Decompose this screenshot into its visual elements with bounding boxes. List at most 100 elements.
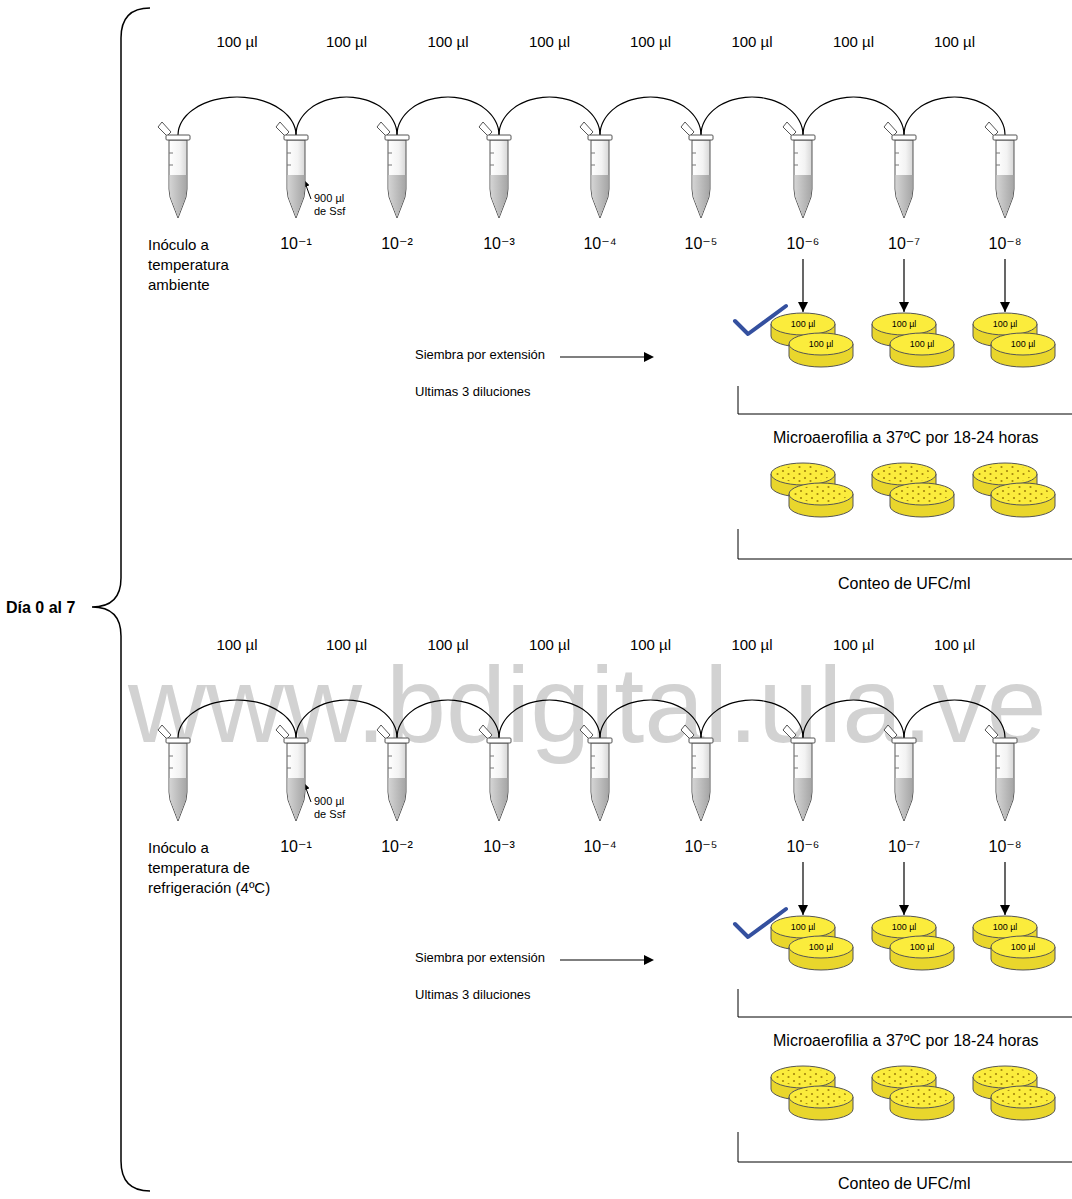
transfer-volume: 100 µl xyxy=(630,33,671,51)
transfer-arc xyxy=(701,700,803,738)
tube-liquid xyxy=(491,175,508,217)
tube-cap xyxy=(276,122,289,136)
transfer-arc xyxy=(904,700,1005,738)
transfer-arc xyxy=(803,97,904,135)
tube-liquid xyxy=(592,778,609,820)
tube-drawing xyxy=(882,121,926,221)
dilution-tube: 10⁻⁵ xyxy=(679,135,723,259)
plating-arrow xyxy=(1004,259,1005,312)
dilution-tube: 10⁻³ xyxy=(477,135,521,259)
tube-body xyxy=(287,743,305,821)
agar-plate: 100 µl xyxy=(788,935,854,971)
tube-drawing xyxy=(578,121,622,221)
tube-body xyxy=(490,743,508,821)
plate-drawing xyxy=(990,332,1056,368)
volume-label: 100 µl xyxy=(770,915,836,933)
transfer-volume: 100 µl xyxy=(326,33,367,51)
tube-rim xyxy=(993,135,1017,140)
tube-cap xyxy=(783,122,796,136)
tube-liquid xyxy=(997,175,1014,217)
tube-body xyxy=(692,743,710,821)
plating-arrow xyxy=(802,259,803,312)
tube-rim xyxy=(166,738,190,743)
plating-arrow xyxy=(903,862,904,915)
tube-body xyxy=(996,743,1014,821)
tube-rim xyxy=(487,738,511,743)
volume-label: 100 µl xyxy=(871,915,937,933)
tube-body xyxy=(591,140,609,218)
transfer-arc xyxy=(904,97,1005,135)
tube-body xyxy=(591,743,609,821)
transfer-volume: 100 µl xyxy=(529,33,570,51)
inoculum-tube: Inóculo a temperatura de refrigeración (… xyxy=(148,738,288,904)
tube-graduation xyxy=(591,756,595,768)
tube-cap xyxy=(580,122,593,136)
tube-liquid xyxy=(795,175,812,217)
tube-body xyxy=(388,743,406,821)
tube-body xyxy=(287,140,305,218)
dilution-label: 10⁻⁷ xyxy=(882,235,926,253)
procedure-note: Ultimas 3 diluciones xyxy=(415,384,531,400)
tube-rim xyxy=(791,738,815,743)
volume-label: 100 µl xyxy=(889,935,955,953)
tube-rim xyxy=(588,738,612,743)
tube-drawing xyxy=(983,121,1027,221)
transfer-volume: 100 µl xyxy=(216,636,257,654)
tube-liquid xyxy=(592,175,609,217)
tube-graduation xyxy=(490,153,494,165)
plate-top xyxy=(991,333,1055,355)
transfer-volume: 100 µl xyxy=(934,636,975,654)
tube-drawing xyxy=(781,121,825,221)
tube-body xyxy=(169,743,187,821)
agar-plate: 100 µl xyxy=(889,935,955,971)
dilution-tube: 10⁻⁷ xyxy=(882,738,926,862)
tube-liquid xyxy=(491,778,508,820)
dilution-label: 10⁻⁶ xyxy=(781,235,825,253)
volume-note: 900 µl de Ssf xyxy=(314,795,354,821)
transfer-arc xyxy=(600,700,701,738)
volume-note: 900 µl de Ssf xyxy=(314,192,354,218)
transfer-arc xyxy=(600,97,701,135)
tube-cap xyxy=(580,725,593,739)
panel-illustration xyxy=(304,180,1072,559)
tube-cap xyxy=(681,122,694,136)
tube-body xyxy=(490,140,508,218)
tube-drawing xyxy=(156,121,200,221)
tube-cap xyxy=(681,725,694,739)
transfer-arc xyxy=(499,700,600,738)
plate-top xyxy=(890,333,954,355)
tube-drawing xyxy=(882,724,926,824)
tube-rim xyxy=(487,135,511,140)
tube-drawing xyxy=(679,121,723,221)
dilution-label: 10⁻⁷ xyxy=(882,838,926,856)
tube-liquid xyxy=(170,175,187,217)
tube-drawing xyxy=(477,724,521,824)
plate-top xyxy=(789,333,853,355)
tube-drawing xyxy=(156,724,200,824)
plate-top xyxy=(789,936,853,958)
plate-top xyxy=(973,313,1037,335)
plating-arrow xyxy=(903,259,904,312)
tube-body xyxy=(996,140,1014,218)
transfer-arc xyxy=(178,97,296,135)
tube-drawing xyxy=(781,724,825,824)
plate-top xyxy=(872,916,936,938)
tube-liquid xyxy=(170,778,187,820)
tube-liquid xyxy=(795,778,812,820)
tube-graduation xyxy=(388,153,392,165)
dilution-label: 10⁻³ xyxy=(477,235,521,253)
tube-body xyxy=(692,140,710,218)
tube-graduation xyxy=(895,153,899,165)
tube-rim xyxy=(385,135,409,140)
incubation-note: Microaerofilia a 37ºC por 18-24 horas xyxy=(773,428,1039,447)
volume-label: 100 µl xyxy=(990,332,1056,350)
tube-drawing xyxy=(274,121,318,221)
dilution-label: 10⁻⁶ xyxy=(781,838,825,856)
tube-graduation xyxy=(388,756,392,768)
tube-liquid xyxy=(693,175,710,217)
tube-liquid xyxy=(997,778,1014,820)
tube-drawing xyxy=(375,121,419,221)
